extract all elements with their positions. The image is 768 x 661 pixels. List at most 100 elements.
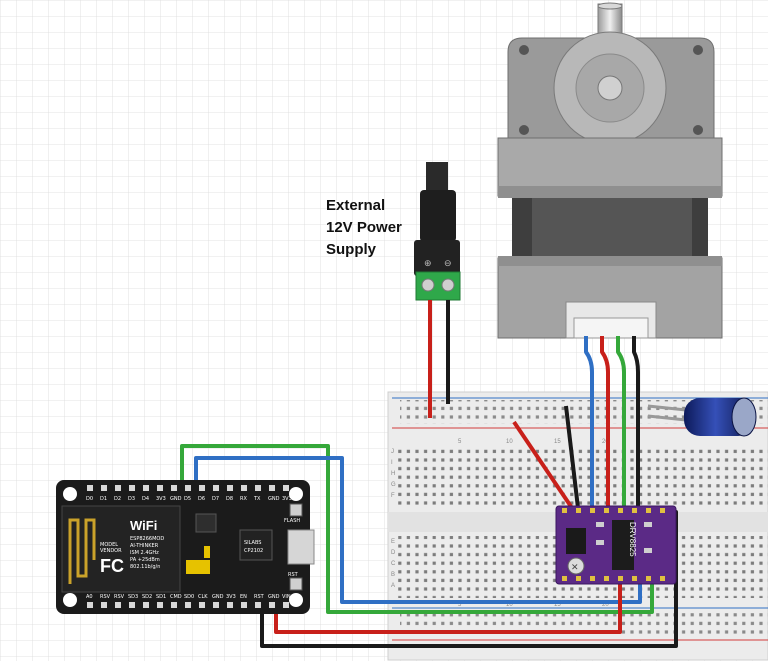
pin-label: SD3 (128, 594, 138, 600)
driver-pin (590, 576, 595, 581)
pin-label: D6 (198, 496, 205, 502)
pin-header (199, 485, 205, 491)
pin-label: GND (268, 594, 280, 600)
pin-label: CLK (198, 594, 208, 600)
model-label: MODEL (100, 542, 118, 548)
pin-label: GND (170, 496, 182, 502)
dc-power-jack: ⊕ ⊖ (414, 162, 461, 301)
pin-header (255, 485, 261, 491)
module-text-line: ISM 2.4GHz (130, 550, 159, 556)
column-label: 5 (458, 602, 462, 608)
row-label: E (391, 539, 395, 545)
row-label: D (391, 550, 396, 556)
column-label: 20 (602, 439, 609, 445)
column-label: 5 (458, 439, 462, 445)
pin-label: CMD (170, 594, 182, 600)
rst-button (289, 577, 303, 591)
module-text-line: ESP8266MOD (130, 536, 164, 542)
driver-pin (562, 508, 567, 513)
pin-label: GND (268, 496, 280, 502)
row-label: H (391, 471, 395, 477)
driver-name: DRV8825 (628, 522, 637, 557)
stepper-motor (497, 2, 723, 339)
label-line-1: External (326, 197, 385, 214)
silabs-label: SILABS (244, 540, 262, 546)
pin-header (255, 602, 261, 608)
driver-pin (660, 576, 665, 581)
pin-header (115, 485, 121, 491)
usb-chip (239, 529, 273, 561)
electrolytic-capacitor (647, 397, 757, 437)
pin-header (227, 602, 233, 608)
antenna-trace (68, 518, 96, 584)
module-text-line: PA +25dBm (130, 557, 160, 563)
pin-header (143, 485, 149, 491)
vendor-label: VENDOR (100, 548, 122, 554)
wire-motor-red (600, 336, 610, 510)
wire-motor-green (616, 336, 626, 510)
flash-label: FLASH (284, 518, 300, 524)
pin-label: 3V3 (282, 496, 292, 502)
driver-pin (646, 576, 651, 581)
usb-port (287, 529, 315, 565)
svg-text:⊕: ⊕ (424, 258, 432, 268)
pin-label: RX (240, 496, 247, 502)
pin-header (129, 485, 135, 491)
wire-step-green (180, 444, 654, 614)
pin-label: D3 (128, 496, 135, 502)
pin-header (101, 602, 107, 608)
drv8825-driver: ✕ DRV8825 (555, 505, 677, 585)
pin-header (241, 485, 247, 491)
pin-header (283, 485, 289, 491)
label-line-2: 12V Power (326, 219, 402, 236)
wire-motor-black (632, 336, 640, 510)
pin-header (199, 602, 205, 608)
driver-pin (604, 508, 609, 513)
pin-label: D5 (184, 496, 191, 502)
wire-vmot-red (512, 420, 574, 510)
pin-label: D0 (86, 496, 93, 502)
wires (180, 300, 678, 648)
column-label: 10 (506, 439, 513, 445)
pin-header (269, 602, 275, 608)
driver-pin (590, 508, 595, 513)
svg-text:✕: ✕ (571, 562, 579, 572)
svg-text:⊖: ⊖ (444, 258, 452, 268)
pin-header (171, 485, 177, 491)
wifi-logo: WiFi (130, 518, 157, 533)
pin-header (143, 602, 149, 608)
flash-button (289, 503, 303, 517)
wire-dir-blue (194, 456, 642, 604)
pin-header (157, 602, 163, 608)
pin-label: RSV (100, 594, 111, 600)
wire-gnd-black (564, 405, 580, 509)
wire-vin-red (274, 580, 622, 634)
driver-pin (562, 576, 567, 581)
driver-pin (618, 576, 623, 581)
label-line-3: Supply (326, 241, 377, 258)
esp-module (61, 505, 181, 593)
pin-label: 3V3 (226, 594, 236, 600)
pin-label: RSV (114, 594, 125, 600)
module-text-line: AI-THINKER (130, 543, 159, 549)
pin-header (283, 602, 289, 608)
pin-header (227, 485, 233, 491)
column-label: 15 (554, 439, 561, 445)
pin-header (269, 485, 275, 491)
pin-header (185, 485, 191, 491)
pin-label: 3V3 (156, 496, 166, 502)
wire-motor-blue (584, 336, 594, 510)
row-label: A (391, 583, 395, 589)
pin-label: A0 (86, 594, 93, 600)
pin-header (213, 602, 219, 608)
driver-pin (576, 576, 581, 581)
row-label: C (391, 561, 396, 567)
pin-header (87, 602, 93, 608)
pin-label: SD2 (142, 594, 152, 600)
pin-header (129, 602, 135, 608)
pin-header (241, 602, 247, 608)
pin-header (115, 602, 121, 608)
driver-pin (646, 508, 651, 513)
